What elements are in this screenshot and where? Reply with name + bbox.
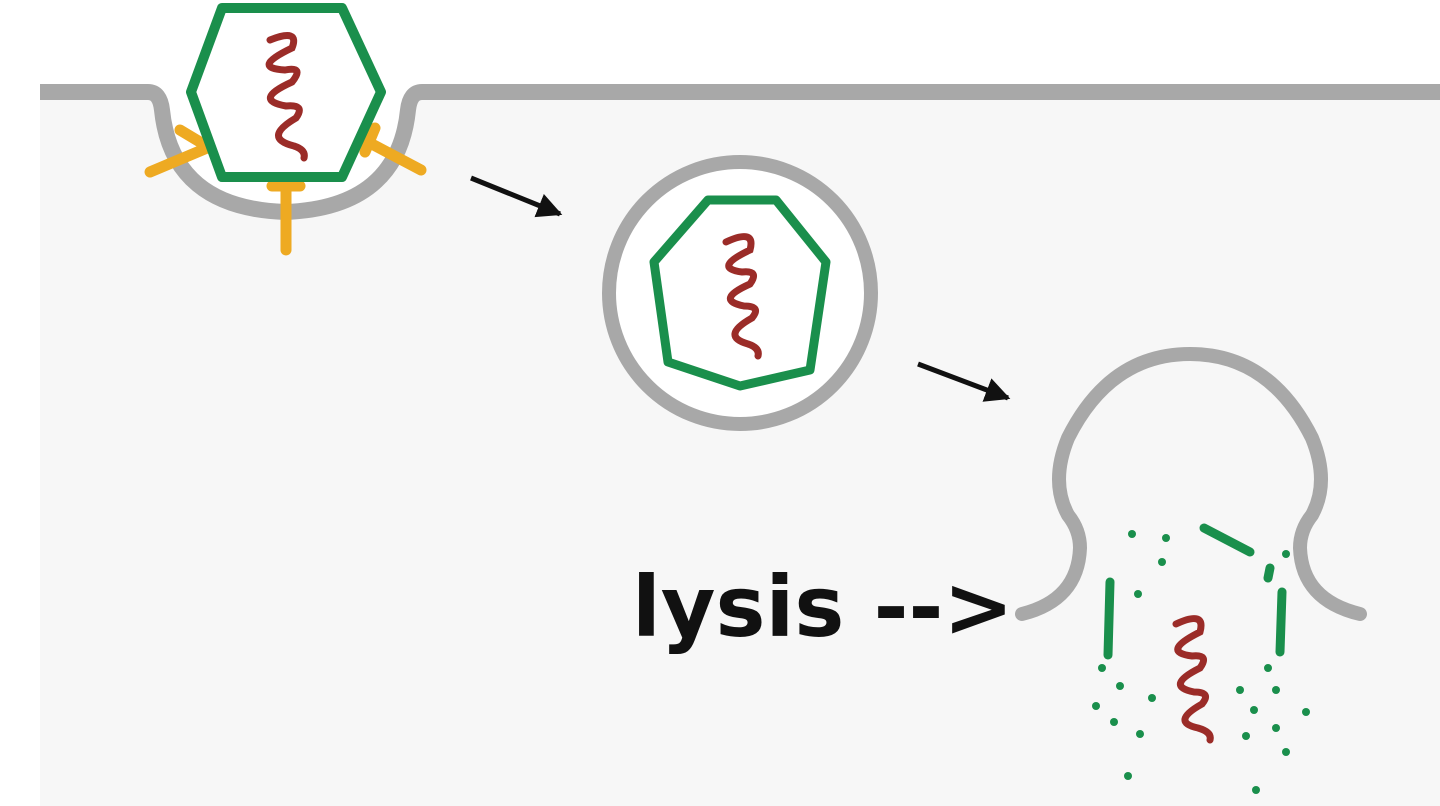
capsid-2 <box>654 200 826 386</box>
stage-vesicle <box>609 162 871 424</box>
lysis-label: lysis --> <box>632 558 1014 656</box>
